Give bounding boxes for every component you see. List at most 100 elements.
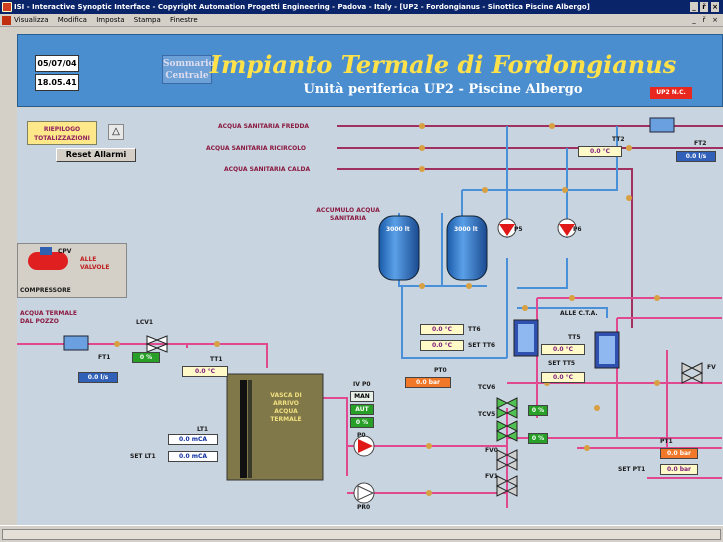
- child-close-button[interactable]: ×: [712, 16, 718, 24]
- fv0-tag: FV0: [485, 447, 498, 454]
- tt2-tag: TT2: [612, 136, 625, 143]
- heat-exchanger-1: [513, 319, 539, 357]
- pump-p6: [557, 218, 577, 238]
- menu-visualizza[interactable]: Visualizza: [14, 16, 49, 24]
- ivp0-value[interactable]: 0 %: [350, 417, 374, 428]
- lt1-value[interactable]: 0.0 mCA: [168, 434, 218, 445]
- tt5-tag: TT5: [568, 334, 581, 341]
- menu-stampa[interactable]: Stampa: [133, 16, 161, 24]
- tcv5-value[interactable]: 0 %: [528, 433, 548, 444]
- pump-pr0-label: PR0: [357, 504, 371, 511]
- tt2-value[interactable]: 0.0 °C: [578, 146, 622, 157]
- menu-modifica[interactable]: Modifica: [57, 16, 87, 24]
- valve-fv0: [495, 449, 519, 471]
- pt1-set-tag: SET PT1: [618, 466, 646, 473]
- reset-allarmi-button[interactable]: Reset Allarmi: [56, 148, 136, 162]
- fv1-tag: FV1: [485, 473, 498, 480]
- hot-water-pipes: [17, 297, 722, 508]
- storage-tanks: [378, 215, 488, 281]
- status-bar: [0, 525, 723, 542]
- synoptic-area: [17, 108, 723, 525]
- tt5-set-tag: SET TT5: [548, 360, 576, 367]
- piping-diagram: [17, 117, 723, 508]
- lt1-tag: LT1: [197, 426, 209, 433]
- compressor-panel[interactable]: CPV ALLE VALVOLE COMPRESSORE: [17, 243, 127, 298]
- tt1-tag: TT1: [210, 356, 223, 363]
- tcv6-value[interactable]: 0 %: [528, 405, 548, 416]
- label-acqua-fredda: ACQUA SANITARIA FREDDA: [218, 123, 310, 130]
- compressor-icon: [28, 252, 68, 270]
- menu-finestre[interactable]: Finestre: [170, 16, 198, 24]
- tt1-value[interactable]: 0.0 °C: [182, 366, 228, 377]
- lt1-set-value[interactable]: 0.0 mCA: [168, 451, 218, 462]
- valve-lcv1: [145, 335, 169, 353]
- window-title-bar: ISI - Interactive Synoptic Interface - C…: [0, 0, 723, 14]
- page-title: Impianto Termale di Fordongianus: [209, 50, 677, 79]
- ft2-tag: FT2: [694, 140, 707, 147]
- minimize-button[interactable]: _: [690, 2, 698, 12]
- motor-icon: [40, 247, 52, 255]
- header-panel: 05/07/04 18.05.41 Sommario Centrale Impi…: [17, 34, 723, 107]
- pump-p5: [497, 218, 517, 238]
- compressore-label: COMPRESSORE: [20, 287, 71, 294]
- status-badge: UP2 N.C.: [650, 87, 692, 99]
- tt6-value[interactable]: 0.0 °C: [420, 324, 464, 335]
- page-subtitle: Unità periferica UP2 - Piscine Albergo: [303, 82, 583, 97]
- date-display: 05/07/04: [35, 55, 79, 72]
- ft2-value[interactable]: 0.0 l/s: [676, 151, 716, 162]
- horizontal-scrollbar[interactable]: [2, 529, 721, 540]
- pump-pr0: [353, 482, 375, 504]
- valve-fv1: [495, 475, 519, 497]
- pump-p6-label: P6: [573, 226, 582, 233]
- pt1-value[interactable]: 0.0 bar: [660, 448, 698, 459]
- level-gauge: [240, 380, 247, 478]
- tank-1-capacity: 3000 lt: [386, 226, 410, 233]
- tt6-set-tag: SET TT6: [468, 342, 496, 349]
- ivp0-tag: IV P0: [353, 381, 371, 388]
- ivp0-man[interactable]: MAN: [350, 391, 374, 402]
- ft1-value[interactable]: 0.0 l/s: [78, 372, 118, 383]
- valvole-label: ALLE VALVOLE: [80, 256, 110, 271]
- label-accumulo: ACCUMULO ACQUA SANITARIA: [316, 207, 380, 222]
- pump-p5-label: P5: [514, 226, 523, 233]
- document-icon: [2, 16, 11, 25]
- close-button[interactable]: ×: [711, 2, 719, 12]
- child-minimize-button[interactable]: _: [692, 16, 696, 24]
- pt0-tag: PT0: [434, 367, 447, 374]
- fv-tag: FV: [707, 364, 716, 371]
- bell-icon[interactable]: △: [108, 124, 124, 140]
- tt6-set-value[interactable]: 0.0 °C: [420, 340, 464, 351]
- flowmeter-ft1: [63, 335, 89, 351]
- valve-tcv6: [495, 397, 519, 419]
- cpv-label: CPV: [58, 248, 72, 255]
- sommario-centrale-button[interactable]: Sommario Centrale: [162, 55, 215, 84]
- tcv6-tag: TCV6: [478, 384, 496, 391]
- pt0-value[interactable]: 0.0 bar: [405, 377, 451, 388]
- time-display: 18.05.41: [35, 74, 79, 91]
- label-cta: ALLE C.T.A.: [560, 310, 598, 317]
- riepilogo-totalizzazioni-button[interactable]: RIEPILOGO TOTALIZZAZIONI: [27, 121, 97, 145]
- heat-exchanger-2: [594, 331, 620, 369]
- label-acqua-calda: ACQUA SANITARIA CALDA: [224, 166, 311, 173]
- label-acqua-termale: ACQUA TERMALE DAL POZZO: [20, 310, 77, 325]
- flowmeter-ft2: [649, 117, 675, 133]
- tt5-value[interactable]: 0.0 °C: [541, 344, 585, 355]
- tt6-tag: TT6: [468, 326, 481, 333]
- app-icon: [2, 2, 12, 12]
- lcv1-value[interactable]: 0 %: [132, 352, 160, 363]
- menu-imposta[interactable]: Imposta: [96, 16, 125, 24]
- pump-p0: [353, 435, 375, 457]
- pt1-set-value[interactable]: 0.0 bar: [660, 464, 698, 475]
- valve-tcv5: [495, 420, 519, 442]
- pump-p0-label: P0: [357, 432, 366, 439]
- lcv1-tag: LCV1: [136, 319, 154, 326]
- label-acqua-ricircolo: ACQUA SANITARIA RICIRCOLO: [206, 145, 306, 152]
- tank-2-capacity: 3000 lt: [454, 226, 478, 233]
- menu-bar: Visualizza Modifica Imposta Stampa Fines…: [0, 14, 723, 27]
- child-maximize-button[interactable]: ř: [702, 16, 706, 24]
- label-vasca: VASCA DI ARRIVO ACQUA TERMALE: [270, 392, 302, 423]
- tcv5-tag: TCV5: [478, 411, 496, 418]
- maximize-button[interactable]: ř: [700, 2, 708, 12]
- tt5-set-value[interactable]: 0.0 °C: [541, 372, 585, 383]
- ivp0-aut[interactable]: AUT: [350, 404, 374, 415]
